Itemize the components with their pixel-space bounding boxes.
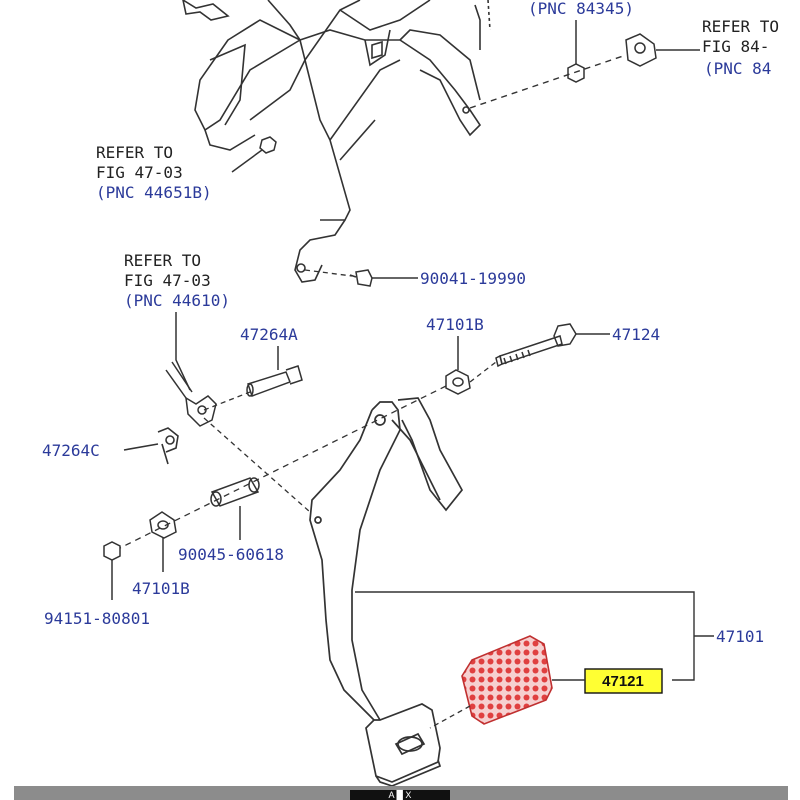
cable-44610 <box>165 312 217 427</box>
leader-dashed-pivot <box>119 385 447 549</box>
label-refer-to-47-03-a: REFER TO <box>96 143 173 162</box>
collar-90045-60618 <box>210 477 260 540</box>
nut-84345 <box>567 20 585 83</box>
label-fig-47-03-a: FIG 47-03 <box>96 163 183 182</box>
label-47264a: 47264A <box>240 325 298 344</box>
label-refer-to-47-03-b: REFER TO <box>124 251 201 270</box>
bushing-47101b-top <box>445 336 471 395</box>
bushing-47101b-bottom <box>149 511 177 572</box>
pin-47264a <box>246 346 303 397</box>
label-94151-80801: 94151-80801 <box>44 609 150 628</box>
leader-dashed-cable <box>203 391 251 411</box>
label-90041-19990: 90041-19990 <box>420 269 526 288</box>
leader-dashed-47124 <box>469 361 497 383</box>
bolt-90041-19990 <box>349 269 418 287</box>
leader-dashed-cable-2 <box>203 417 311 513</box>
footer-logo: A █ X <box>350 790 450 800</box>
label-pnc-44610: (PNC 44610) <box>124 291 230 310</box>
nut-44651b <box>231 136 277 173</box>
leader-47101 <box>355 591 714 681</box>
label-90045-60618: 90045-60618 <box>178 545 284 564</box>
label-47121: 47121 <box>602 673 644 690</box>
label-fig-47-03-b: FIG 47-03 <box>124 271 211 290</box>
label-47101: 47101 <box>716 627 764 646</box>
label-pnc-44651b: (PNC 44651B) <box>96 183 212 202</box>
switch-bulb <box>625 33 700 67</box>
label-refer-to-top-right: REFER TO <box>702 17 779 36</box>
label-pnc-84345: (PNC 84345) <box>528 0 634 18</box>
label-47264c: 47264C <box>42 441 100 460</box>
leader-dashed-top <box>469 54 627 109</box>
label-47101b-bottom: 47101B <box>132 579 190 598</box>
brake-pedal-arm <box>309 397 464 787</box>
bolt-47124 <box>495 323 610 368</box>
label-fig-84-top-right: FIG 84- <box>702 37 769 56</box>
clip-47264c <box>123 427 179 465</box>
leader-dashed-90041 <box>304 269 353 277</box>
highlight-47121[interactable]: 47121 <box>584 668 663 694</box>
nut-94151-80801 <box>103 541 121 600</box>
pedal-pad <box>461 635 553 725</box>
leader-dashed-pad <box>429 705 471 729</box>
label-pnc-84-top-right: (PNC 84 <box>704 59 771 78</box>
label-47101b-top: 47101B <box>426 315 484 334</box>
pedal-bracket <box>182 0 491 283</box>
label-47124: 47124 <box>612 325 660 344</box>
